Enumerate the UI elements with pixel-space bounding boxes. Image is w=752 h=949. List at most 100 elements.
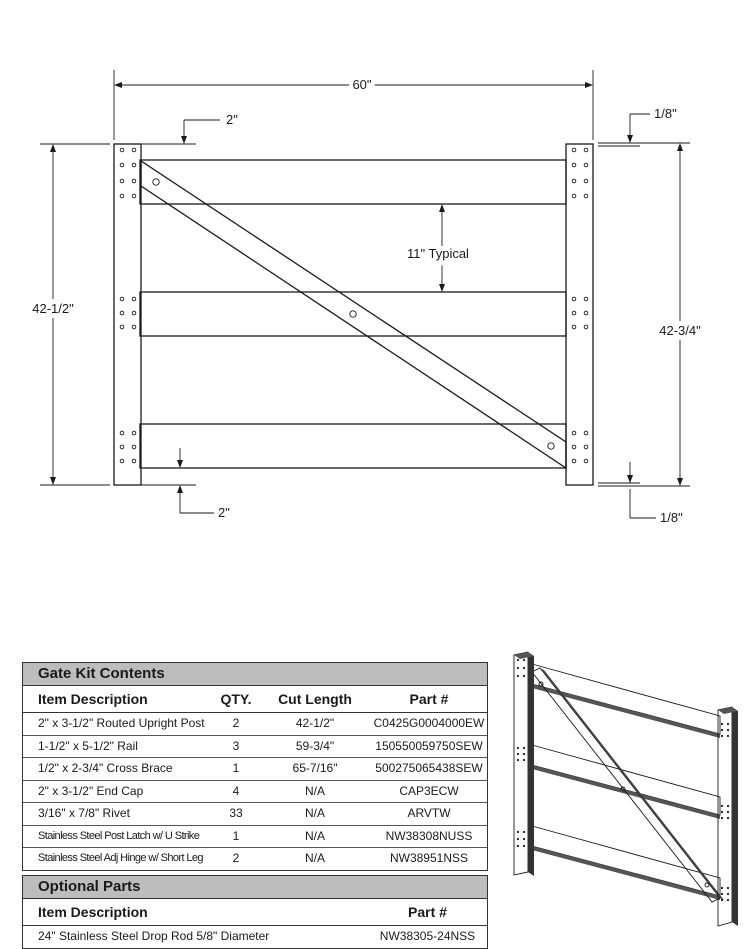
post-rivet (131, 310, 137, 316)
iso-post-rivet (726, 804, 730, 808)
post-rivet (119, 458, 125, 464)
iso-post-rivet (516, 746, 520, 750)
iso-rail-middle (531, 744, 721, 816)
table-row: 2" x 3-1/2" Routed Upright Post 2 42-1/2… (23, 713, 487, 736)
header-description: Item Description (38, 904, 148, 920)
optional-parts-table: Optional Parts Item Description Part # 2… (22, 875, 488, 949)
row-cut-length: 42-1/2" (295, 716, 335, 730)
row-part: NW38951NSS (389, 851, 469, 865)
post-rivet (119, 147, 125, 153)
iso-post-rivet (522, 658, 526, 662)
post-rivet (571, 458, 577, 464)
post-rivet (119, 324, 125, 330)
header-part: Part # (408, 904, 447, 920)
iso-rail-top (531, 663, 721, 735)
iso-post-rivet (726, 816, 730, 820)
post-rivet (583, 147, 589, 153)
brace-rivet (547, 442, 555, 450)
row-cut-length: N/A (304, 806, 325, 820)
row-qty: 3 (232, 738, 240, 753)
post-rivet (131, 147, 137, 153)
table-row: Stainless Steel Adj Hinge w/ Short Leg 2… (23, 848, 487, 870)
header-cut-length: Cut Length (278, 691, 352, 707)
post-rivet (571, 162, 577, 168)
iso-post-rivet (726, 728, 730, 732)
table-row: 3/16" x 7/8" Rivet 33 N/A ARVTW (23, 803, 487, 826)
row-cut-length: N/A (304, 851, 325, 865)
post-rivet (571, 430, 577, 436)
post-rivet (571, 178, 577, 184)
dim-bottom-gap: 2" (218, 505, 230, 520)
dim-right-height: 42-3/4" (659, 323, 701, 338)
row-part: CAP3ECW (399, 783, 459, 798)
row-description: Stainless Steel Adj Hinge w/ Short Leg (38, 852, 204, 864)
table-row: 24" Stainless Steel Drop Rod 5/8" Diamet… (23, 926, 487, 948)
post-rivet (571, 193, 577, 199)
row-qty: 1 (232, 761, 240, 775)
gate-isometric (513, 651, 738, 927)
dim-right-top-offset: 1/8" (654, 106, 677, 121)
row-qty: 4 (232, 783, 240, 798)
post-rivet (131, 296, 137, 302)
row-cut-length: N/A (304, 828, 325, 843)
iso-post-rivet (522, 837, 526, 841)
post-rivet (131, 430, 137, 436)
kit-table-title: Gate Kit Contents (23, 663, 487, 686)
post-rivet (571, 147, 577, 153)
iso-post-rivet (720, 810, 724, 814)
post-rivet (571, 296, 577, 302)
dim-top-gap: 2" (226, 112, 238, 127)
post-rivet (131, 162, 137, 168)
post-rivet (119, 444, 125, 450)
optional-table-title: Optional Parts (23, 876, 487, 899)
post-rivets (119, 147, 589, 464)
iso-post-rivet (522, 674, 526, 678)
iso-post-rivet (720, 886, 724, 890)
optional-table-header: Item Description Part # (23, 899, 487, 926)
post-rivet (583, 324, 589, 330)
post-rivet (571, 310, 577, 316)
post-rivet (131, 193, 137, 199)
row-qty: 2 (232, 851, 240, 865)
post-rivet (119, 178, 125, 184)
iso-post-rivet (516, 752, 520, 756)
post-rivet (131, 458, 137, 464)
row-cut-length: 65-7/16" (292, 761, 338, 775)
iso-post-rivet (522, 746, 526, 750)
row-description: 1-1/2" x 5-1/2" Rail (38, 738, 138, 753)
table-row: Stainless Steel Post Latch w/ U Strike 1… (23, 826, 487, 848)
iso-post-rivet (516, 658, 520, 662)
table-row: 1/2" x 2-3/4" Cross Brace 1 65-7/16" 500… (23, 758, 487, 781)
iso-post-rivet (720, 898, 724, 902)
rail-middle (139, 291, 567, 337)
post-rivet (119, 193, 125, 199)
row-description: 3/16" x 7/8" Rivet (38, 806, 130, 820)
brace-rivet (152, 178, 160, 186)
row-part: C0425G0004000EW (373, 716, 485, 730)
iso-post-rivet (726, 898, 730, 902)
iso-post-rivet (720, 734, 724, 738)
iso-rail-bottom-side (532, 846, 720, 900)
iso-post-rivet (720, 816, 724, 820)
row-description: 2" x 3-1/2" Routed Upright Post (38, 716, 205, 730)
row-description: 24" Stainless Steel Drop Rod 5/8" Diamet… (38, 929, 270, 943)
post-rivet (131, 444, 137, 450)
row-description: Stainless Steel Post Latch w/ U Strike (38, 829, 200, 842)
cross-brace (140, 159, 567, 470)
post-rivet (583, 458, 589, 464)
post-rivet (583, 193, 589, 199)
post-rivet (583, 178, 589, 184)
dimension-lines: 60" 2" 2" 42-1/2" 11" Typical (27, 70, 706, 525)
header-description: Item Description (38, 691, 148, 707)
iso-post-rivet (516, 837, 520, 841)
iso-post-rivet (726, 892, 730, 896)
iso-post-rivet (726, 734, 730, 738)
iso-post-rivet (522, 752, 526, 756)
gate-kit-table: Gate Kit Contents Item Description QTY. … (22, 662, 488, 871)
rail-top (139, 159, 567, 205)
post-rivet (119, 310, 125, 316)
post-rivet (571, 324, 577, 330)
iso-post-rivet (720, 728, 724, 732)
post-rivet (131, 178, 137, 184)
